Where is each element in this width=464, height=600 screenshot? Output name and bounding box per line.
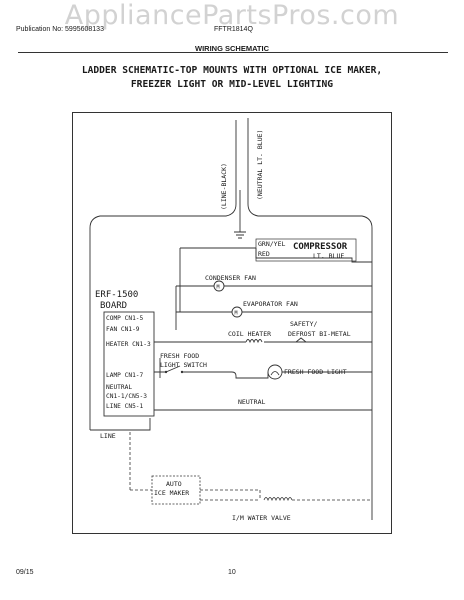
- water-valve-coil-icon: [263, 497, 293, 502]
- erf-1500-board: [103, 311, 155, 417]
- lt-blue-label: LT. BLUE: [313, 252, 344, 260]
- coil-heater-label: COIL HEATER: [228, 330, 271, 338]
- watermark: AppliancePartsPros.com: [64, 0, 400, 31]
- footer-date: 09/15: [16, 569, 34, 576]
- publication-number: Publication No: 5995608133: [16, 26, 104, 33]
- line-to-board: [90, 418, 151, 431]
- section-title: WIRING SCHEMATIC: [194, 44, 270, 53]
- evaporator-fan-label: EVAPORATOR FAN: [243, 300, 298, 308]
- switch-contact-a: [164, 370, 168, 374]
- red-label: RED: [258, 250, 270, 258]
- neutral-label: NEUTRAL: [238, 398, 265, 406]
- ice-maker-label-2: ICE MAKER: [154, 489, 189, 497]
- schematic-frame: [72, 112, 392, 534]
- condenser-fan-motor-icon: [213, 280, 225, 292]
- footer-page-number: 10: [228, 569, 236, 576]
- line-black-label: (LINE-BLACK): [220, 163, 228, 210]
- header-divider: [18, 52, 448, 53]
- ice-maker-wiring: [130, 489, 261, 500]
- water-valve-label: I/M WATER VALVE: [232, 514, 291, 522]
- light-switch-label-1: FRESH FOOD: [160, 352, 199, 360]
- heater-coil-icon: [245, 339, 263, 344]
- ice-maker-label-1: AUTO: [166, 480, 182, 488]
- light-switch-label-2: LIGHT SWITCH: [160, 361, 207, 369]
- line-wire: [89, 120, 237, 430]
- grn-yel-label: GRN/YEL: [258, 240, 285, 248]
- pin-line: LINE CN5-1: [106, 403, 144, 410]
- lamp-filament-icon: [270, 371, 280, 376]
- defrost-label: DEFROST BI-METAL: [288, 330, 351, 338]
- line-label: LINE: [100, 432, 116, 440]
- pin-heater: HEATER CN1-3: [106, 341, 151, 348]
- fresh-food-light-label: FRESH FOOD LIGHT: [284, 368, 347, 376]
- schematic-title: LADDER SCHEMATIC-TOP MOUNTS WITH OPTIONA…: [0, 64, 464, 92]
- condenser-fan-label: CONDENSER FAN: [205, 274, 256, 282]
- safety-label: SAFETY/: [290, 320, 317, 328]
- board-title-2: BOARD: [100, 301, 127, 311]
- neutral-blue-label: (NEUTRAL LT. BLUE): [256, 130, 264, 200]
- pin-comp: COMP CN1-5: [106, 315, 144, 322]
- lamp-icon: [267, 364, 283, 380]
- pin-fan: FAN CN1-9: [106, 326, 140, 333]
- bimetal-icon: [295, 337, 307, 343]
- ground-symbol: [234, 231, 246, 239]
- title-line-1: LADDER SCHEMATIC-TOP MOUNTS WITH OPTIONA…: [81, 65, 383, 76]
- switch-contact-b: [180, 370, 184, 374]
- compressor-label: COMPRESSOR: [293, 242, 348, 252]
- pin-neutral-1: NEUTRAL: [106, 384, 132, 391]
- neutral-wire: [247, 118, 373, 520]
- condenser-motor-symbol: M: [217, 285, 220, 291]
- compressor-box: [255, 238, 357, 262]
- light-switch-icon: [165, 365, 181, 373]
- board-title-1: ERF-1500: [95, 290, 138, 300]
- evaporator-fan-motor-icon: [231, 306, 243, 318]
- board-pins: COMP CN1-5 FAN CN1-9 HEATER CN1-3 LAMP C…: [106, 315, 151, 410]
- evaporator-motor-symbol: M: [235, 311, 238, 317]
- model-number: FFTR1814Q: [214, 26, 253, 33]
- pin-neutral-2: CN1-1/CN5-3: [106, 393, 147, 400]
- title-line-2: FREEZER LIGHT OR MID-LEVEL LIGHTING: [130, 79, 334, 90]
- pin-lamp: LAMP CN1-7: [106, 372, 144, 379]
